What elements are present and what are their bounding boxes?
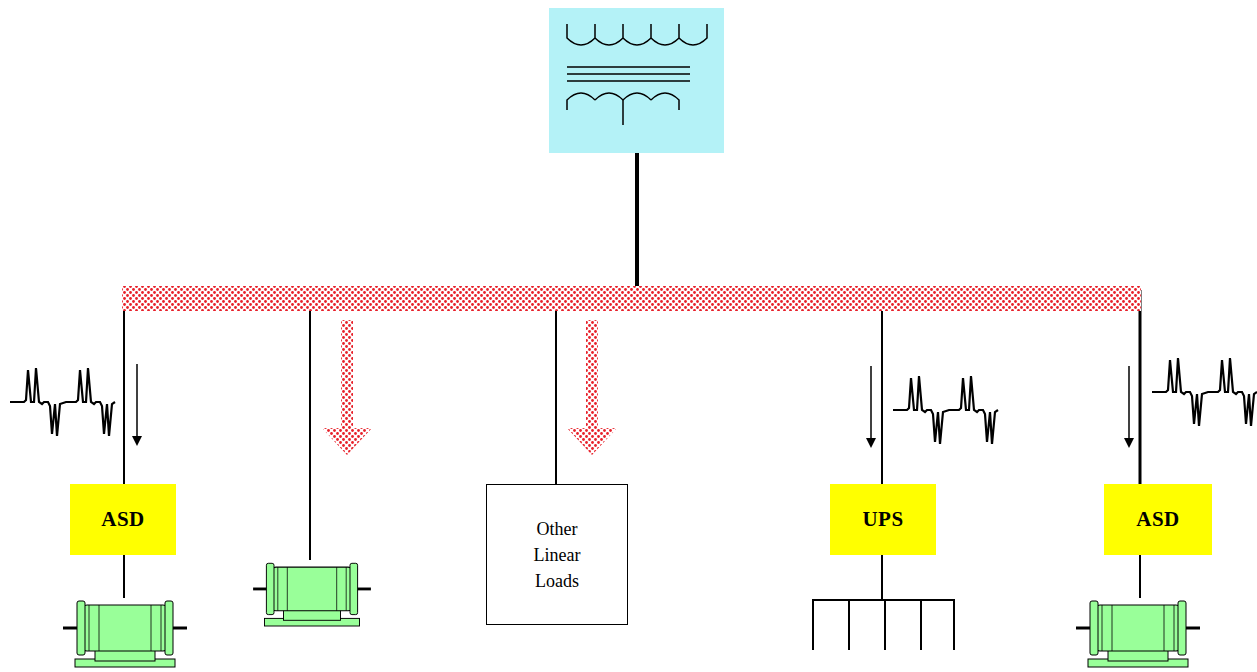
box-label: ASD: [101, 507, 145, 532]
ups-box: UPS: [830, 484, 936, 555]
box-label: Other Linear Loads: [522, 516, 592, 594]
drive-box: ASD: [70, 484, 176, 555]
box-label: UPS: [862, 507, 903, 532]
box-label: ASD: [1136, 507, 1180, 532]
load-box: Other Linear Loads: [486, 484, 628, 625]
drive-box: ASD: [1104, 484, 1212, 555]
